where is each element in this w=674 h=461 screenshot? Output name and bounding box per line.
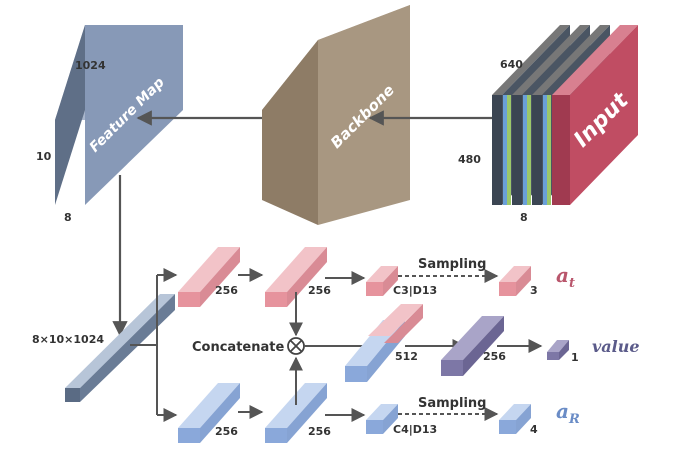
top-fc1-label: 256	[215, 284, 238, 297]
mid-output-block	[547, 340, 569, 360]
feature-map-dim-depth: 8	[64, 211, 72, 224]
top-sampling-label: Sampling	[418, 257, 486, 272]
top-head-block	[366, 266, 398, 296]
flattened-bar	[65, 294, 175, 402]
feature-map-block: Feature Map 1024 10 8	[36, 25, 183, 224]
top-fc2-label: 256	[308, 284, 331, 297]
feature-map-dim-width: 1024	[75, 59, 106, 72]
input-block: Input 640 480 8	[458, 25, 638, 224]
bot-head-block	[366, 404, 398, 434]
mid-fc2-block	[441, 316, 504, 376]
input-dim-width: 640	[500, 58, 523, 71]
top-output-block	[499, 266, 531, 296]
input-dim-height: 480	[458, 153, 481, 166]
mid-fc1-label: 512	[395, 350, 418, 363]
output-a-t: at	[556, 263, 575, 291]
backbone-left-face	[262, 40, 318, 225]
bot-output-block	[499, 404, 531, 434]
bot-sampling-label: Sampling	[418, 396, 486, 411]
output-value: value	[592, 337, 640, 356]
input-dim-depth: 8	[520, 211, 528, 224]
top-output-size: 3	[530, 284, 538, 297]
bot-head-label: C4|D13	[393, 423, 437, 436]
feature-map-dim-height: 10	[36, 150, 52, 163]
feature-map-side-face	[55, 25, 85, 205]
mid-output-size: 1	[571, 351, 579, 364]
backbone-block: Backbone	[262, 5, 410, 225]
bot-output-size: 4	[530, 423, 538, 436]
mid-fc2-label: 256	[483, 350, 506, 363]
concatenate-label: Concatenate	[192, 340, 284, 355]
mid-fc1-block	[345, 304, 423, 382]
bot-fc2-label: 256	[308, 425, 331, 438]
concatenate-operator-icon	[287, 337, 305, 355]
top-head-label: C3|D13	[393, 284, 437, 297]
top-fc1-block	[178, 247, 240, 307]
backbone-front-face	[318, 5, 410, 225]
flattened-label: 8×10×1024	[32, 333, 104, 346]
feature-map-front-face	[85, 25, 183, 205]
bot-fc2-block	[265, 383, 327, 443]
output-a-r: aR	[556, 399, 580, 427]
bot-fc1-label: 256	[215, 425, 238, 438]
bot-fc1-block	[178, 383, 240, 443]
input-front-face	[570, 25, 638, 205]
